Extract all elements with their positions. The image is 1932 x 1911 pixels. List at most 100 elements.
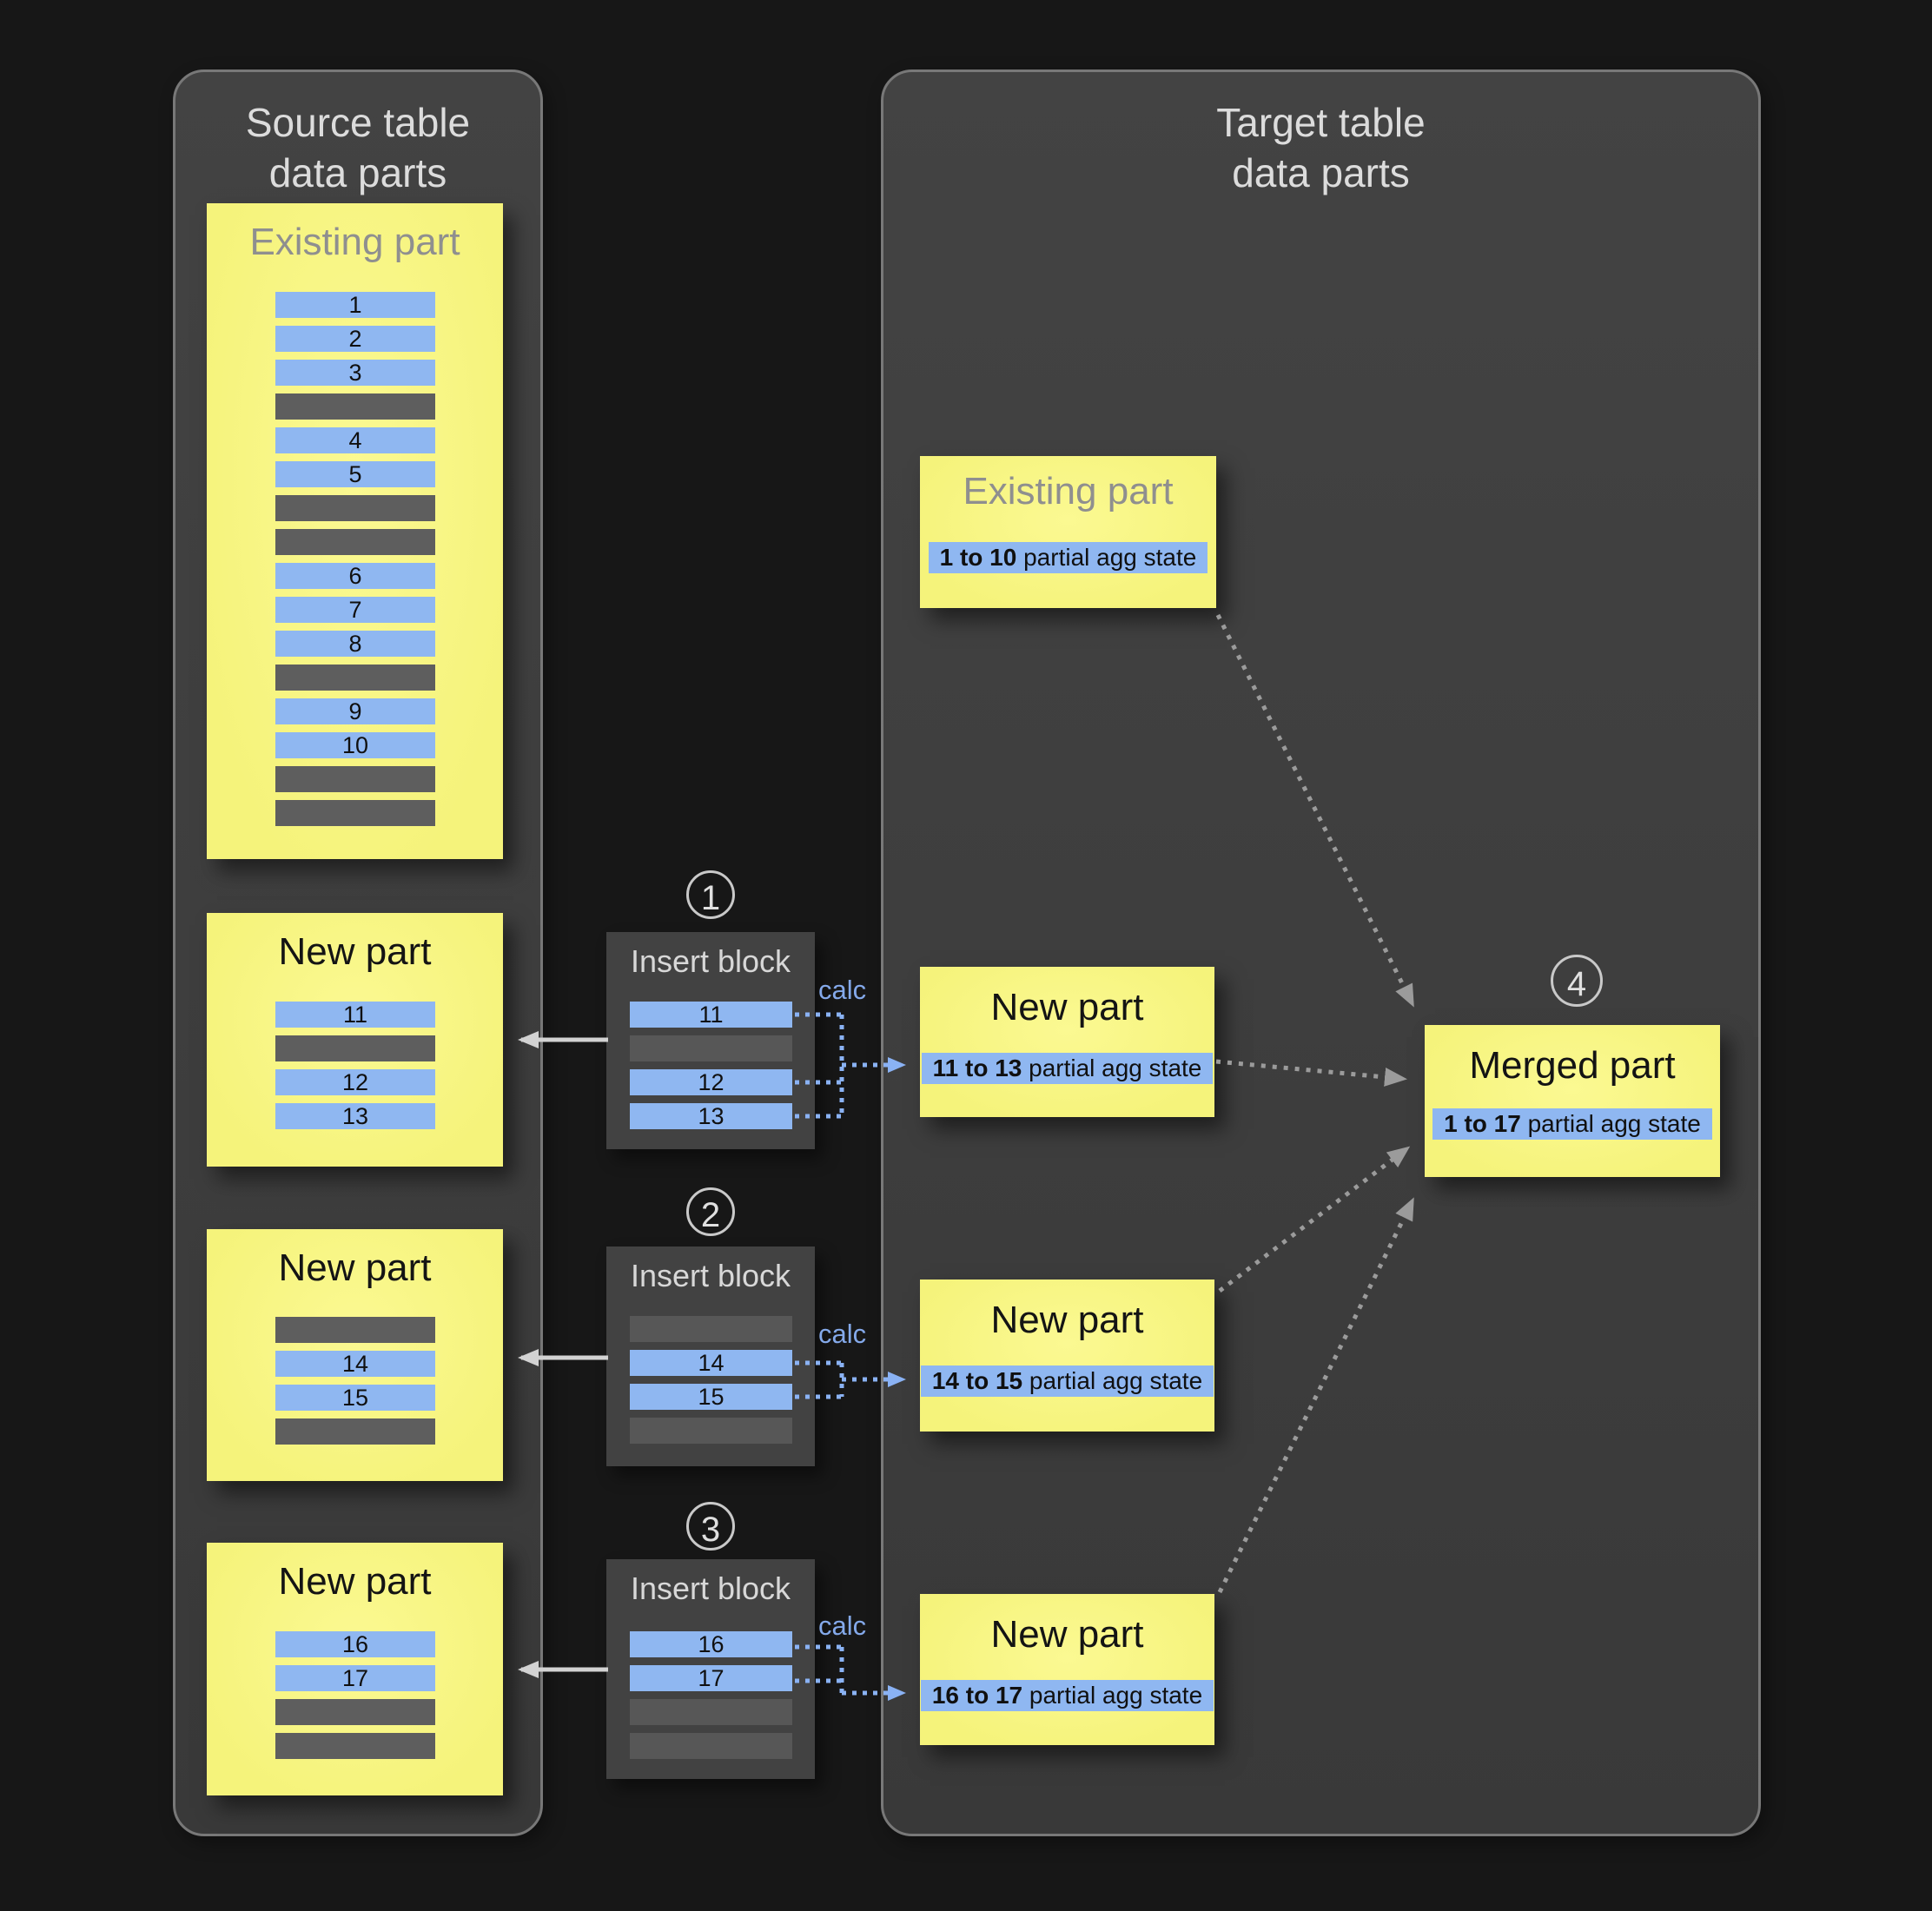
step-4-badge: 4 [1551, 955, 1603, 1007]
calc-label-3: calc [818, 1610, 867, 1641]
data-row: 5 [275, 461, 435, 487]
source-new-part-2-title: New part [278, 1246, 432, 1289]
unaggregated-row [630, 1699, 792, 1725]
agg-label: partial agg state [1029, 1366, 1203, 1394]
agg-state-chip-16-17: 16 to 17 partial agg state [920, 1679, 1214, 1711]
insert-block-2-title: Insert block [630, 1258, 791, 1293]
unaggregated-row [275, 495, 435, 521]
unaggregated-row [630, 1418, 792, 1444]
source-existing-part: Existing part 1 2 3 4 5 6 7 8 9 10 [207, 203, 503, 859]
target-new-part-3: New part 16 to 17 partial agg state [920, 1594, 1214, 1745]
calc-label-2: calc [818, 1319, 867, 1349]
source-new-part-1-rows: 11 12 13 [275, 1002, 435, 1129]
target-existing-part: Existing part 1 to 10 partial agg state [920, 456, 1216, 608]
step-1-badge: 1 [686, 870, 735, 919]
source-panel-title-line2: data parts [268, 149, 447, 195]
insert-block-3-title: Insert block [630, 1570, 791, 1606]
unaggregated-row [275, 665, 435, 691]
data-row: 6 [275, 563, 435, 589]
agg-range: 14 to 15 [931, 1366, 1023, 1394]
unaggregated-row [275, 1733, 435, 1759]
data-row: 8 [275, 631, 435, 657]
calc-label-1: calc [818, 975, 867, 1005]
source-new-part-3-title: New part [278, 1560, 432, 1603]
step-2-badge: 2 [686, 1187, 735, 1236]
data-row: 4 [275, 427, 435, 453]
data-row: 16 [275, 1631, 435, 1657]
unaggregated-row [275, 393, 435, 420]
data-row: 12 [275, 1069, 435, 1095]
source-new-part-1-title: New part [278, 930, 432, 973]
source-new-part-1: New part 11 12 13 [207, 913, 503, 1167]
unaggregated-row [275, 1699, 435, 1725]
agg-state-chip-14-15: 14 to 15 partial agg state [920, 1365, 1214, 1397]
source-panel-title-line1: Source table [245, 100, 471, 145]
data-row: 11 [630, 1002, 792, 1028]
data-row: 10 [275, 732, 435, 758]
target-table-panel: Target table data parts [881, 69, 1761, 1836]
agg-label: partial agg state [1023, 543, 1197, 571]
data-row: 15 [630, 1384, 792, 1410]
source-existing-part-title: Existing part [249, 221, 460, 263]
target-merged-part-title: Merged part [1469, 1044, 1676, 1087]
target-new-part-1-title: New part [990, 986, 1144, 1028]
unaggregated-row [275, 1418, 435, 1445]
unaggregated-row [275, 800, 435, 826]
target-new-part-1: New part 11 to 13 partial agg state [920, 967, 1214, 1117]
source-existing-part-rows: 1 2 3 4 5 6 7 8 9 10 [275, 292, 435, 826]
unaggregated-row [275, 1035, 435, 1061]
unaggregated-row [275, 1317, 435, 1343]
data-row: 2 [275, 326, 435, 352]
agg-range: 1 to 10 [939, 543, 1017, 571]
unaggregated-row [630, 1035, 792, 1061]
target-panel-title-line1: Target table [1216, 100, 1426, 145]
unaggregated-row [630, 1316, 792, 1342]
target-merged-part: Merged part 1 to 17 partial agg state [1425, 1025, 1720, 1177]
agg-label: partial agg state [1029, 1681, 1203, 1709]
data-row: 9 [275, 698, 435, 724]
data-row: 15 [275, 1385, 435, 1411]
data-row: 16 [630, 1631, 792, 1657]
unaggregated-row [630, 1733, 792, 1759]
unaggregated-row [275, 766, 435, 792]
agg-range: 16 to 17 [931, 1681, 1023, 1709]
insert-block-1-title: Insert block [630, 943, 791, 979]
insert-block-1-rows: 11 12 13 [630, 1002, 792, 1129]
agg-state-chip-11-13: 11 to 13 partial agg state [921, 1052, 1214, 1084]
target-new-part-3-title: New part [990, 1613, 1144, 1656]
data-row: 3 [275, 360, 435, 386]
data-row: 7 [275, 597, 435, 623]
insert-block-1: Insert block 11 12 13 [606, 932, 815, 1149]
data-row: 14 [275, 1351, 435, 1377]
agg-range: 1 to 17 [1444, 1109, 1521, 1137]
target-panel-title: Target table data parts [883, 72, 1758, 199]
target-new-part-2: New part 14 to 15 partial agg state [920, 1280, 1214, 1432]
data-row: 13 [630, 1103, 792, 1129]
agg-state-chip-1-10: 1 to 10 partial agg state [928, 541, 1208, 573]
data-row: 14 [630, 1350, 792, 1376]
data-row: 1 [275, 292, 435, 318]
unaggregated-row [275, 529, 435, 555]
data-row: 17 [275, 1665, 435, 1691]
agg-label: partial agg state [1527, 1109, 1701, 1137]
target-new-part-2-title: New part [990, 1299, 1144, 1341]
agg-state-chip-1-17: 1 to 17 partial agg state [1432, 1108, 1712, 1140]
agg-range: 11 to 13 [932, 1054, 1022, 1081]
target-panel-title-line2: data parts [1232, 149, 1410, 195]
data-row: 12 [630, 1069, 792, 1095]
target-existing-part-title: Existing part [963, 470, 1174, 512]
step-3-badge: 3 [686, 1502, 735, 1551]
data-row: 17 [630, 1665, 792, 1691]
data-row: 11 [275, 1002, 435, 1028]
data-row: 13 [275, 1103, 435, 1129]
agg-label: partial agg state [1029, 1054, 1202, 1081]
